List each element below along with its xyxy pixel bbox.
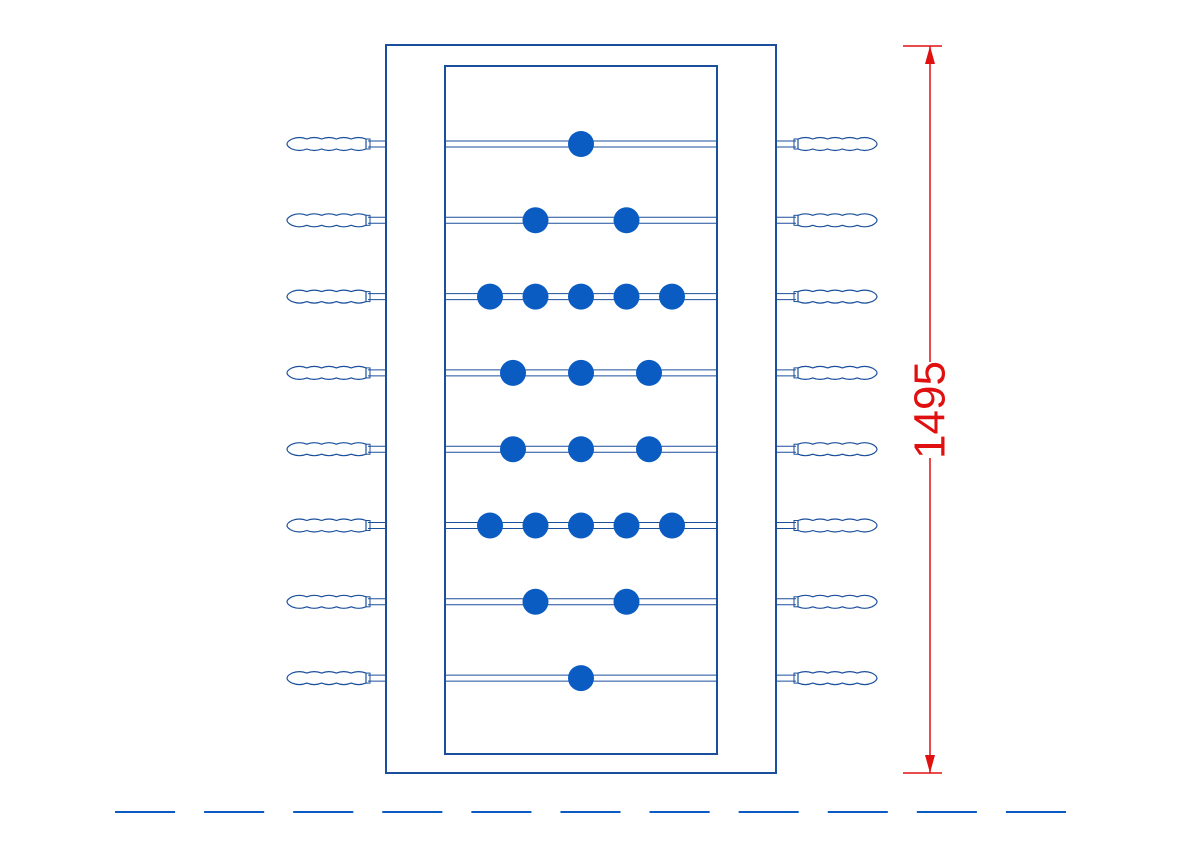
rod-handle-right <box>797 442 878 457</box>
player-figure <box>477 283 503 310</box>
rod-handle-right <box>797 289 878 304</box>
rod-handle-left <box>286 594 367 609</box>
rods <box>286 131 878 692</box>
dimension-arrow-top <box>925 46 935 64</box>
rod-handle-right <box>797 671 878 686</box>
player-figure <box>500 436 526 463</box>
rod <box>286 283 878 310</box>
rod <box>286 131 878 157</box>
player-figure <box>613 283 640 310</box>
rod-handle-left <box>286 289 367 304</box>
foosball-table <box>286 44 878 774</box>
dimension-arrow-bottom <box>925 755 935 773</box>
rod <box>286 588 878 615</box>
player-figure <box>613 207 640 234</box>
player-figure <box>522 283 549 310</box>
table-playfield <box>444 65 718 755</box>
rod-handle-left <box>286 365 367 380</box>
rod-handle-right <box>797 365 878 380</box>
player-figure <box>659 283 685 310</box>
player-figure <box>636 436 662 463</box>
rod <box>286 359 878 386</box>
player-figure <box>522 588 549 615</box>
rod <box>286 512 878 539</box>
player-figure <box>522 512 549 539</box>
player-figure <box>477 512 503 539</box>
player-figure <box>568 665 594 692</box>
rod-handle-right <box>797 213 878 228</box>
rod-handle-left <box>286 213 367 228</box>
player-figure <box>568 512 594 539</box>
player-figure <box>568 283 594 310</box>
rod-handle-right <box>797 594 878 609</box>
rod <box>286 665 878 692</box>
player-figure <box>636 359 662 386</box>
player-figure <box>500 359 526 386</box>
rod-handle-right <box>797 518 878 533</box>
player-figure <box>568 359 594 386</box>
rod <box>286 207 878 234</box>
rod-handle-left <box>286 518 367 533</box>
rod-handle-left <box>286 671 367 686</box>
player-figure <box>613 512 640 539</box>
player-figure <box>522 207 549 234</box>
table-outer-frame <box>385 44 777 774</box>
height-dimension: 1495 <box>903 45 955 774</box>
dimension-value: 1495 <box>906 361 955 459</box>
rod-handle-right <box>797 136 878 152</box>
player-figure <box>659 512 685 539</box>
player-figure <box>613 588 640 615</box>
rod-handle-left <box>286 442 367 457</box>
player-figure <box>568 436 594 463</box>
player-figure <box>568 131 594 157</box>
rod-handle-left <box>286 136 367 152</box>
rod <box>286 436 878 463</box>
